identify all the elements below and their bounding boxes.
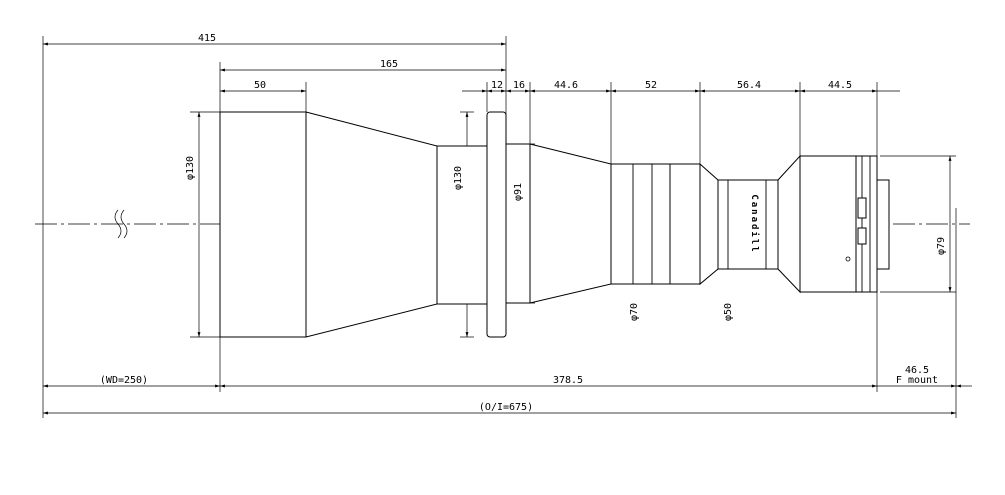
flange-step [505,143,531,304]
dim-flange: 12 [491,80,503,91]
dim-wd: (WD=250) [100,375,148,386]
dia-front: φ130 [185,156,196,180]
dia-rear: φ79 [936,237,947,255]
dim-seg-c: 56.4 [737,80,761,91]
mounting-flange [486,111,507,338]
brand-label: Canadill [749,194,760,253]
dim-front-barrel: 50 [254,80,266,91]
neck [436,145,488,305]
dim-mount-name: F mount [896,375,938,386]
rear-cone [777,154,801,294]
dim-seg-a: 44.6 [554,80,578,91]
ring-70b [669,163,701,285]
mount-latch [857,227,867,245]
f-mount [855,155,878,293]
taper-to-50 [699,162,719,286]
mount-dot [845,256,851,262]
dia-mid: φ91 [513,183,524,201]
break-symbol-icon [114,209,122,239]
dim-lens-length: 378.5 [553,375,583,386]
mid-cone [529,143,612,304]
dim-mount-value: 46.5 [905,365,929,376]
dim-gap: 16 [513,80,525,91]
dia-flange: φ130 [453,166,464,190]
dia-ring-70: φ70 [629,303,640,321]
dim-total-length: 415 [198,33,216,44]
ring-70 [610,163,671,285]
front-cone [305,111,438,338]
dim-seg-d: 44.5 [828,80,852,91]
front-barrel [219,111,307,338]
mount-lever [857,197,867,219]
rear-barrel [799,155,857,293]
dia-ring-50: φ50 [723,303,734,321]
dim-front-length: 165 [380,59,398,70]
mount-bayonet [876,179,890,270]
ring-50 [717,179,779,270]
dim-seg-b: 52 [645,80,657,91]
lens-body [219,111,890,338]
dim-oi: (O/I=675) [479,402,533,413]
